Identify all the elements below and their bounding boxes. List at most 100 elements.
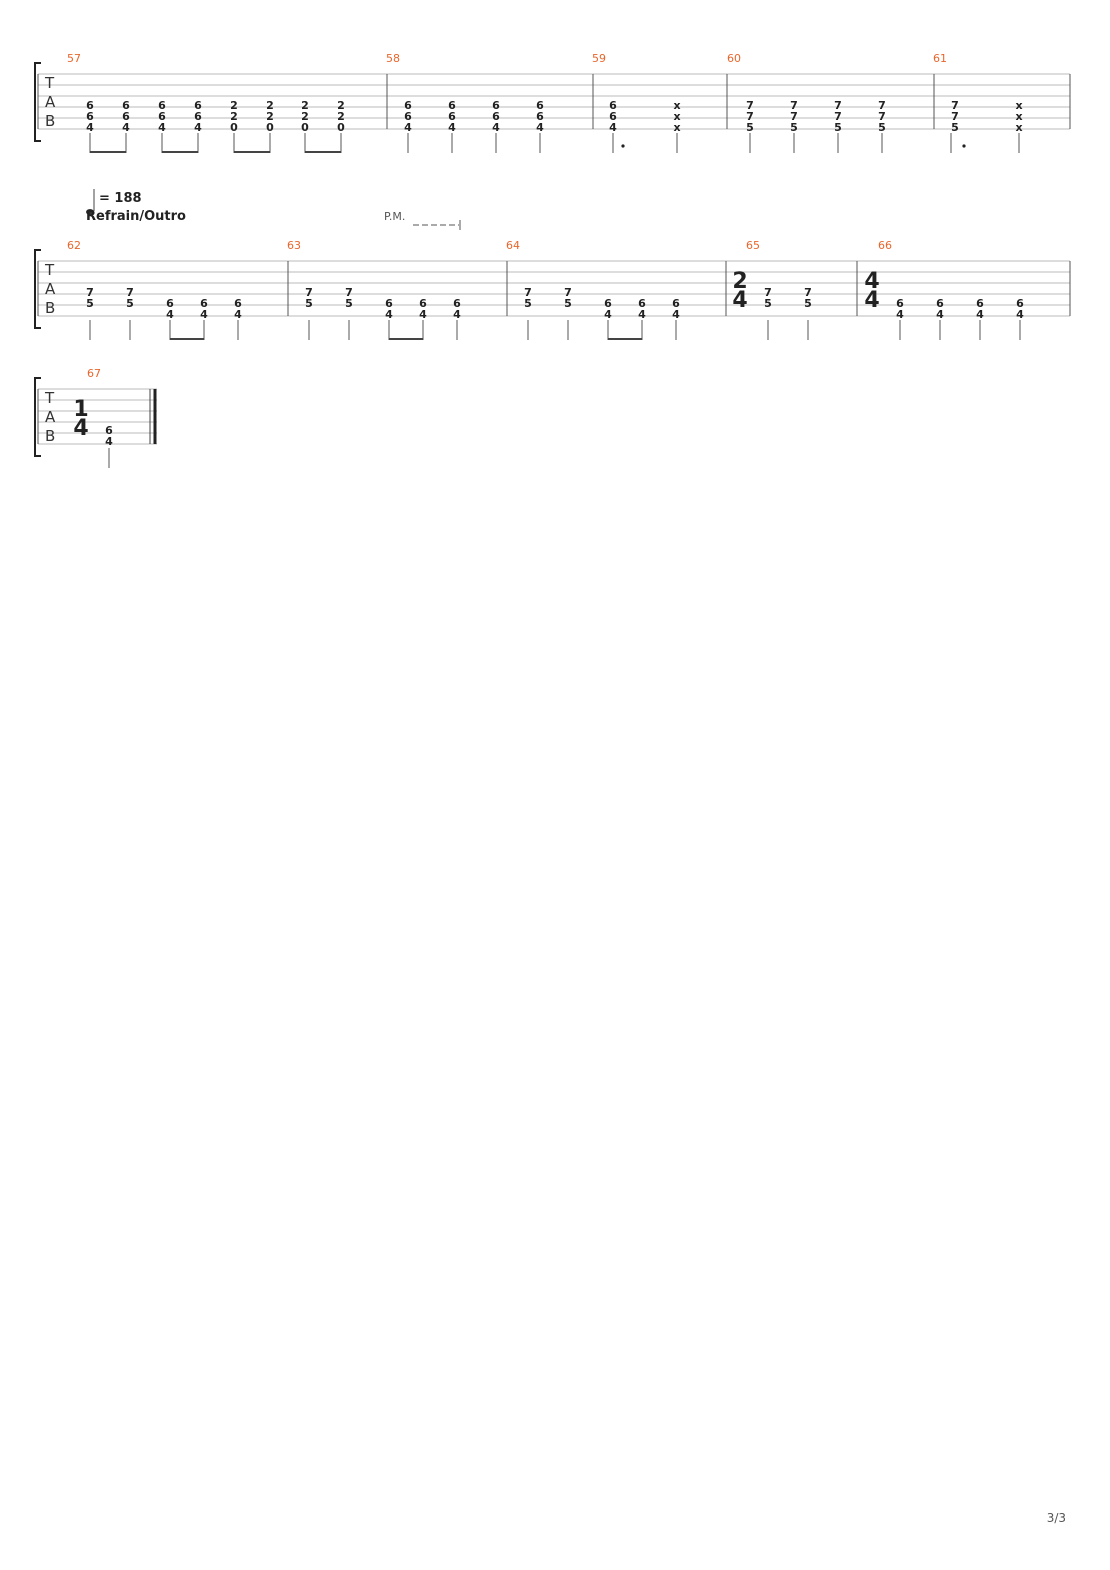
fret-number: 7 [764,286,772,299]
fret-number: 7 [834,99,842,112]
measure-number: 67 [87,367,101,380]
fret-number: 4 [976,308,984,321]
measure-number: 66 [878,239,892,252]
fret-number: 4 [122,121,130,134]
staff-lines [38,260,1070,317]
fret-number: 6 [385,297,393,310]
fret-number: 4 [453,308,461,321]
fret-number: 6 [105,424,113,437]
fret-number: 6 [536,110,544,123]
fret-number: 7 [878,99,886,112]
staff-system-3: T A B 67 1 4 [34,367,157,468]
fret-number: 6 [492,99,500,112]
measure-number: 64 [506,239,520,252]
fret-number: 4 [404,121,412,134]
tab-letter: T [44,74,55,92]
measure-number: 60 [727,52,741,65]
barlines [37,74,1071,129]
fret-number: 6 [122,110,130,123]
fret-number: 6 [404,110,412,123]
system-bracket [34,249,41,329]
fret-number: 4 [419,308,427,321]
fret-number: 7 [951,110,959,123]
fret-number: 6 [419,297,427,310]
measure-number: 63 [287,239,301,252]
fret-number: 7 [878,110,886,123]
tab-letter: A [45,93,56,111]
time-signature-top: 2 [732,269,747,294]
fret-number: 6 [166,297,174,310]
tab-letter: T [44,261,55,279]
measure-number: 62 [67,239,81,252]
fret-number: 4 [385,308,393,321]
fret-number: 4 [672,308,680,321]
fret-number: 6 [638,297,646,310]
measure-number: 59 [592,52,606,65]
fret-number: 4 [1016,308,1024,321]
tab-letter: B [45,112,55,130]
fret-number: 7 [305,286,313,299]
measure-number: 61 [933,52,947,65]
system-bracket [34,62,41,142]
fret-number: 7 [834,110,842,123]
fret-number: 6 [492,110,500,123]
fret-number: 6 [448,99,456,112]
fret-number: 5 [305,297,313,310]
fret-number: 6 [976,297,984,310]
fret-number: 7 [524,286,532,299]
fret-number: 5 [345,297,353,310]
fret-number: 6 [604,297,612,310]
fret-number: 4 [638,308,646,321]
measure-number: 58 [386,52,400,65]
fret-number: 7 [345,286,353,299]
fret-number: 4 [492,121,500,134]
fret-number: 7 [746,110,754,123]
tab-letter: A [45,408,56,426]
fret-number: 6 [194,110,202,123]
fret-number: 4 [194,121,202,134]
dead-note: x [673,121,680,134]
fret-number: 6 [609,99,617,112]
dead-note: x [1015,110,1022,123]
fret-number: 6 [86,110,94,123]
fret-number: 6 [609,110,617,123]
fret-number: 4 [936,308,944,321]
tab-letter: B [45,427,55,445]
fret-number: 6 [453,297,461,310]
fret-number: 2 [266,99,274,112]
fret-number: 4 [234,308,242,321]
tab-letter: B [45,299,55,317]
measure-number: 65 [746,239,760,252]
staff-lines [38,73,1070,130]
dot [621,144,625,148]
fret-number: 6 [200,297,208,310]
barlines [37,261,1071,316]
tab-letter: A [45,280,56,298]
fret-number: 5 [951,121,959,134]
staff-lines [38,388,157,445]
fret-number: 6 [158,99,166,112]
fret-number: 7 [790,110,798,123]
fret-number: 4 [166,308,174,321]
fret-number: 6 [404,99,412,112]
fret-number: 4 [200,308,208,321]
fret-number: 4 [448,121,456,134]
fret-number: 5 [804,297,812,310]
fret-number: 5 [524,297,532,310]
fret-number: 6 [158,110,166,123]
fret-number: 5 [564,297,572,310]
fret-number: 7 [564,286,572,299]
section-label: Refrain/Outro [86,209,186,224]
fret-number: 4 [536,121,544,134]
fret-number: 4 [158,121,166,134]
fret-number: 6 [122,99,130,112]
fret-number: 4 [609,121,617,134]
fret-number: 0 [230,121,238,134]
fret-number: 6 [936,297,944,310]
system-bracket [34,377,41,457]
fret-number: 4 [604,308,612,321]
fret-number: 0 [337,121,345,134]
fret-number: 6 [672,297,680,310]
fret-number: 5 [878,121,886,134]
